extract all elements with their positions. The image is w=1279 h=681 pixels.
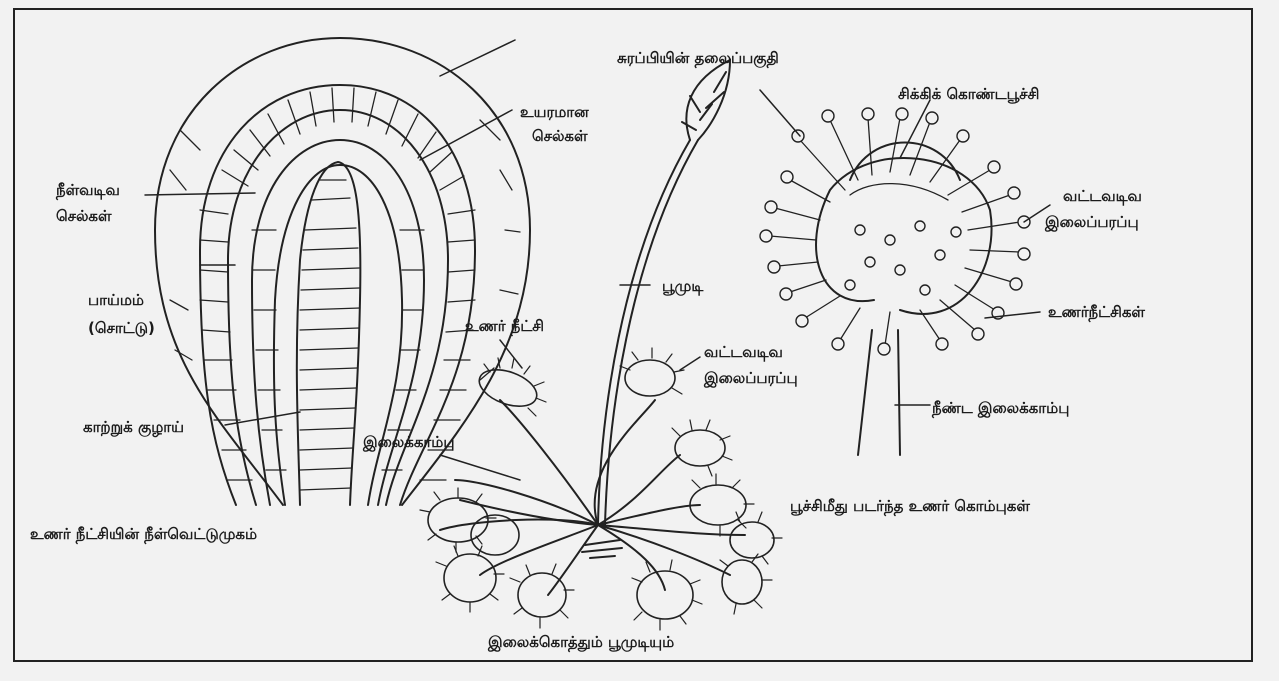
parenchyma-label-line1: பாய்மம் <box>88 290 144 310</box>
air-tube-label: காற்றுக் குழாய் <box>83 417 184 437</box>
round-blade-mid-label-line1: வட்டவடிவ <box>704 342 783 362</box>
elongated-cells-label-line1: நீள்வடிவ <box>56 180 120 200</box>
long-petiole-label: நீண்ட இலைக்காம்பு <box>932 398 1069 418</box>
trapped-insect-label: சிக்கிக் கொண்டபூச்சி <box>898 84 1039 104</box>
parenchyma-label-line2: (சொட்டு) <box>88 318 155 338</box>
tall-cells-label-line1: உயரமான <box>520 102 589 122</box>
round-blade-right-label-line1: வட்டவடிவ <box>1063 186 1142 206</box>
flower-stalk-label: பூமுடி <box>662 276 703 296</box>
bent-tentacles-label: பூச்சிமீது படர்ந்த உணர் கொம்புகள் <box>790 496 1030 516</box>
leaf-tentacle-tips <box>420 348 782 630</box>
stalk-head-label: சுரப்பியின் தலைப்பகுதி <box>617 48 779 68</box>
tentacle-label: உணர் நீட்சி <box>465 316 544 336</box>
tentacle-section-cells <box>170 88 520 490</box>
section-caption: உணர் நீட்சியின் நீள்வெட்டுமுகம் <box>30 524 257 544</box>
plant-caption: இலைக்கொத்தும் பூமுடியும் <box>488 632 674 652</box>
tentacles-label: உணர்நீட்சிகள் <box>1048 302 1145 322</box>
round-blade-mid-label-line2: இலைப்பரப்பு <box>704 368 798 388</box>
leaf-tentacles <box>770 118 1020 345</box>
tall-cells-label-line2: செல்கள் <box>532 126 588 146</box>
tentacle-section-drawing <box>155 38 530 505</box>
elongated-cells-label-line2: செல்கள் <box>56 206 112 226</box>
petiole-label: இலைக்காம்பு <box>363 432 455 452</box>
round-blade-right-label-line2: இலைப்பரப்பு <box>1045 212 1139 232</box>
